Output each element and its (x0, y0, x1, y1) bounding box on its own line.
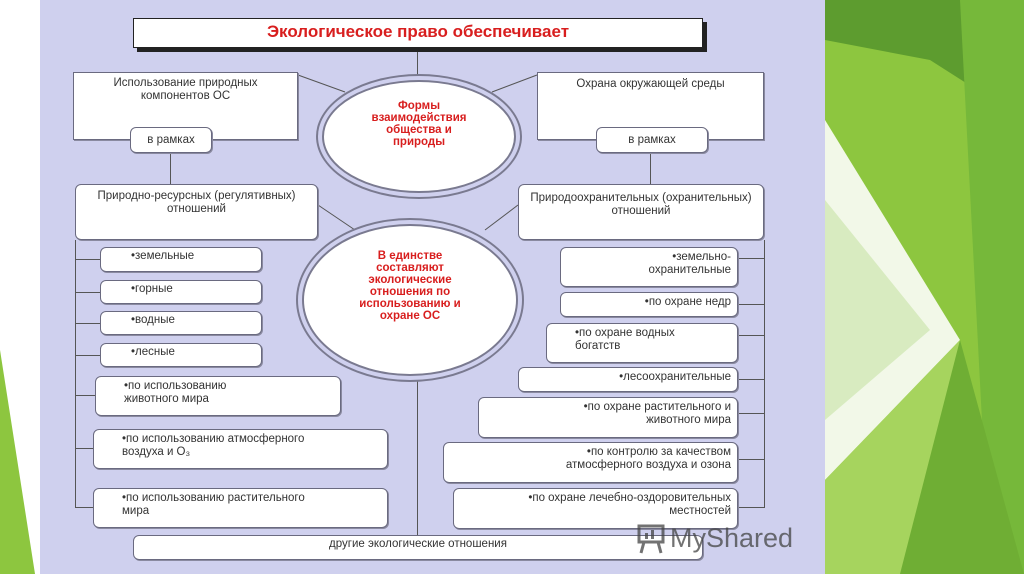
left-item-text: •по использованию растительного мира (122, 492, 305, 517)
within-left-text: в рамках (147, 134, 195, 146)
left-item-text: •земельные (131, 250, 195, 262)
left-item: •горные (100, 280, 262, 304)
within-right-box: в рамках (596, 127, 708, 153)
right-item: •лесоохранительные (518, 367, 738, 392)
top-left-text: Использование природных компонентов ОС (113, 77, 258, 102)
right-item: •по охране недр (560, 292, 738, 317)
right-item: •по охране растительного и животного мир… (478, 397, 738, 438)
left-item: •земельные (100, 247, 262, 272)
forms-ellipse: Формы взаимодействия общества и природы (322, 80, 516, 193)
mid-left-box: Природно-ресурсных (регулятивных) отноше… (75, 184, 318, 240)
title-text: Экологическое право обеспечивает (266, 22, 570, 41)
right-item-text: •по охране лечебно-оздоровительных местн… (528, 492, 731, 517)
left-item-text: •лесные (131, 346, 175, 358)
right-item-text: •по охране недр (644, 296, 731, 308)
right-item: •по охране водных богатств (546, 323, 738, 363)
right-item: •земельно-охранительные (560, 247, 738, 287)
unity-ellipse: В единстве составляют экологические отно… (302, 224, 518, 376)
watermark-text: MyShared (670, 522, 794, 553)
left-item-text: •водные (131, 314, 175, 326)
left-item-text: •по использованию атмосферного воздуха и… (122, 433, 305, 458)
right-item-text: •по контролю за качеством атмосферного в… (565, 446, 731, 471)
left-item: •водные (100, 311, 262, 335)
left-item: •лесные (100, 343, 262, 367)
mid-right-box: Природоохранительных (охранительных) отн… (518, 184, 764, 240)
unity-text: В единстве составляют экологические отно… (359, 250, 461, 322)
right-item: •по охране лечебно-оздоровительных местн… (453, 488, 738, 529)
diagonal-connectors (297, 74, 538, 231)
other-relations-box: другие экологические отношения (133, 535, 703, 560)
right-item-text: •лесоохранительные (619, 371, 731, 383)
right-item-text: •земельно-охранительные (648, 251, 731, 276)
top-left-box: Использование природных компонентов ОС (73, 72, 298, 140)
left-item: •по использованию атмосферного воздуха и… (93, 429, 388, 469)
left-item-text: •горные (131, 283, 173, 295)
mid-right-text: Природоохранительных (охранительных) отн… (530, 192, 752, 217)
right-item-text: •по охране водных богатств (575, 327, 675, 352)
right-item: •по контролю за качеством атмосферного в… (443, 442, 738, 483)
forms-text: Формы взаимодействия общества и природы (371, 100, 467, 148)
left-item: •по использованию растительного мира (93, 488, 388, 528)
left-item-text: •по использованию животного мира (124, 380, 227, 405)
top-right-text: Охрана окружающей среды (576, 78, 725, 90)
right-item-text: •по охране растительного и животного мир… (583, 401, 731, 426)
other-relations-text: другие экологические отношения (329, 538, 507, 550)
within-right-text: в рамках (628, 134, 676, 146)
mid-left-text: Природно-ресурсных (регулятивных) отноше… (97, 190, 296, 215)
watermark: MyShared (636, 522, 793, 554)
presentation-board-icon (637, 524, 665, 554)
title-box: Экологическое право обеспечивает (133, 18, 703, 48)
within-left-box: в рамках (130, 127, 212, 153)
left-item: •по использованию животного мира (95, 376, 341, 416)
